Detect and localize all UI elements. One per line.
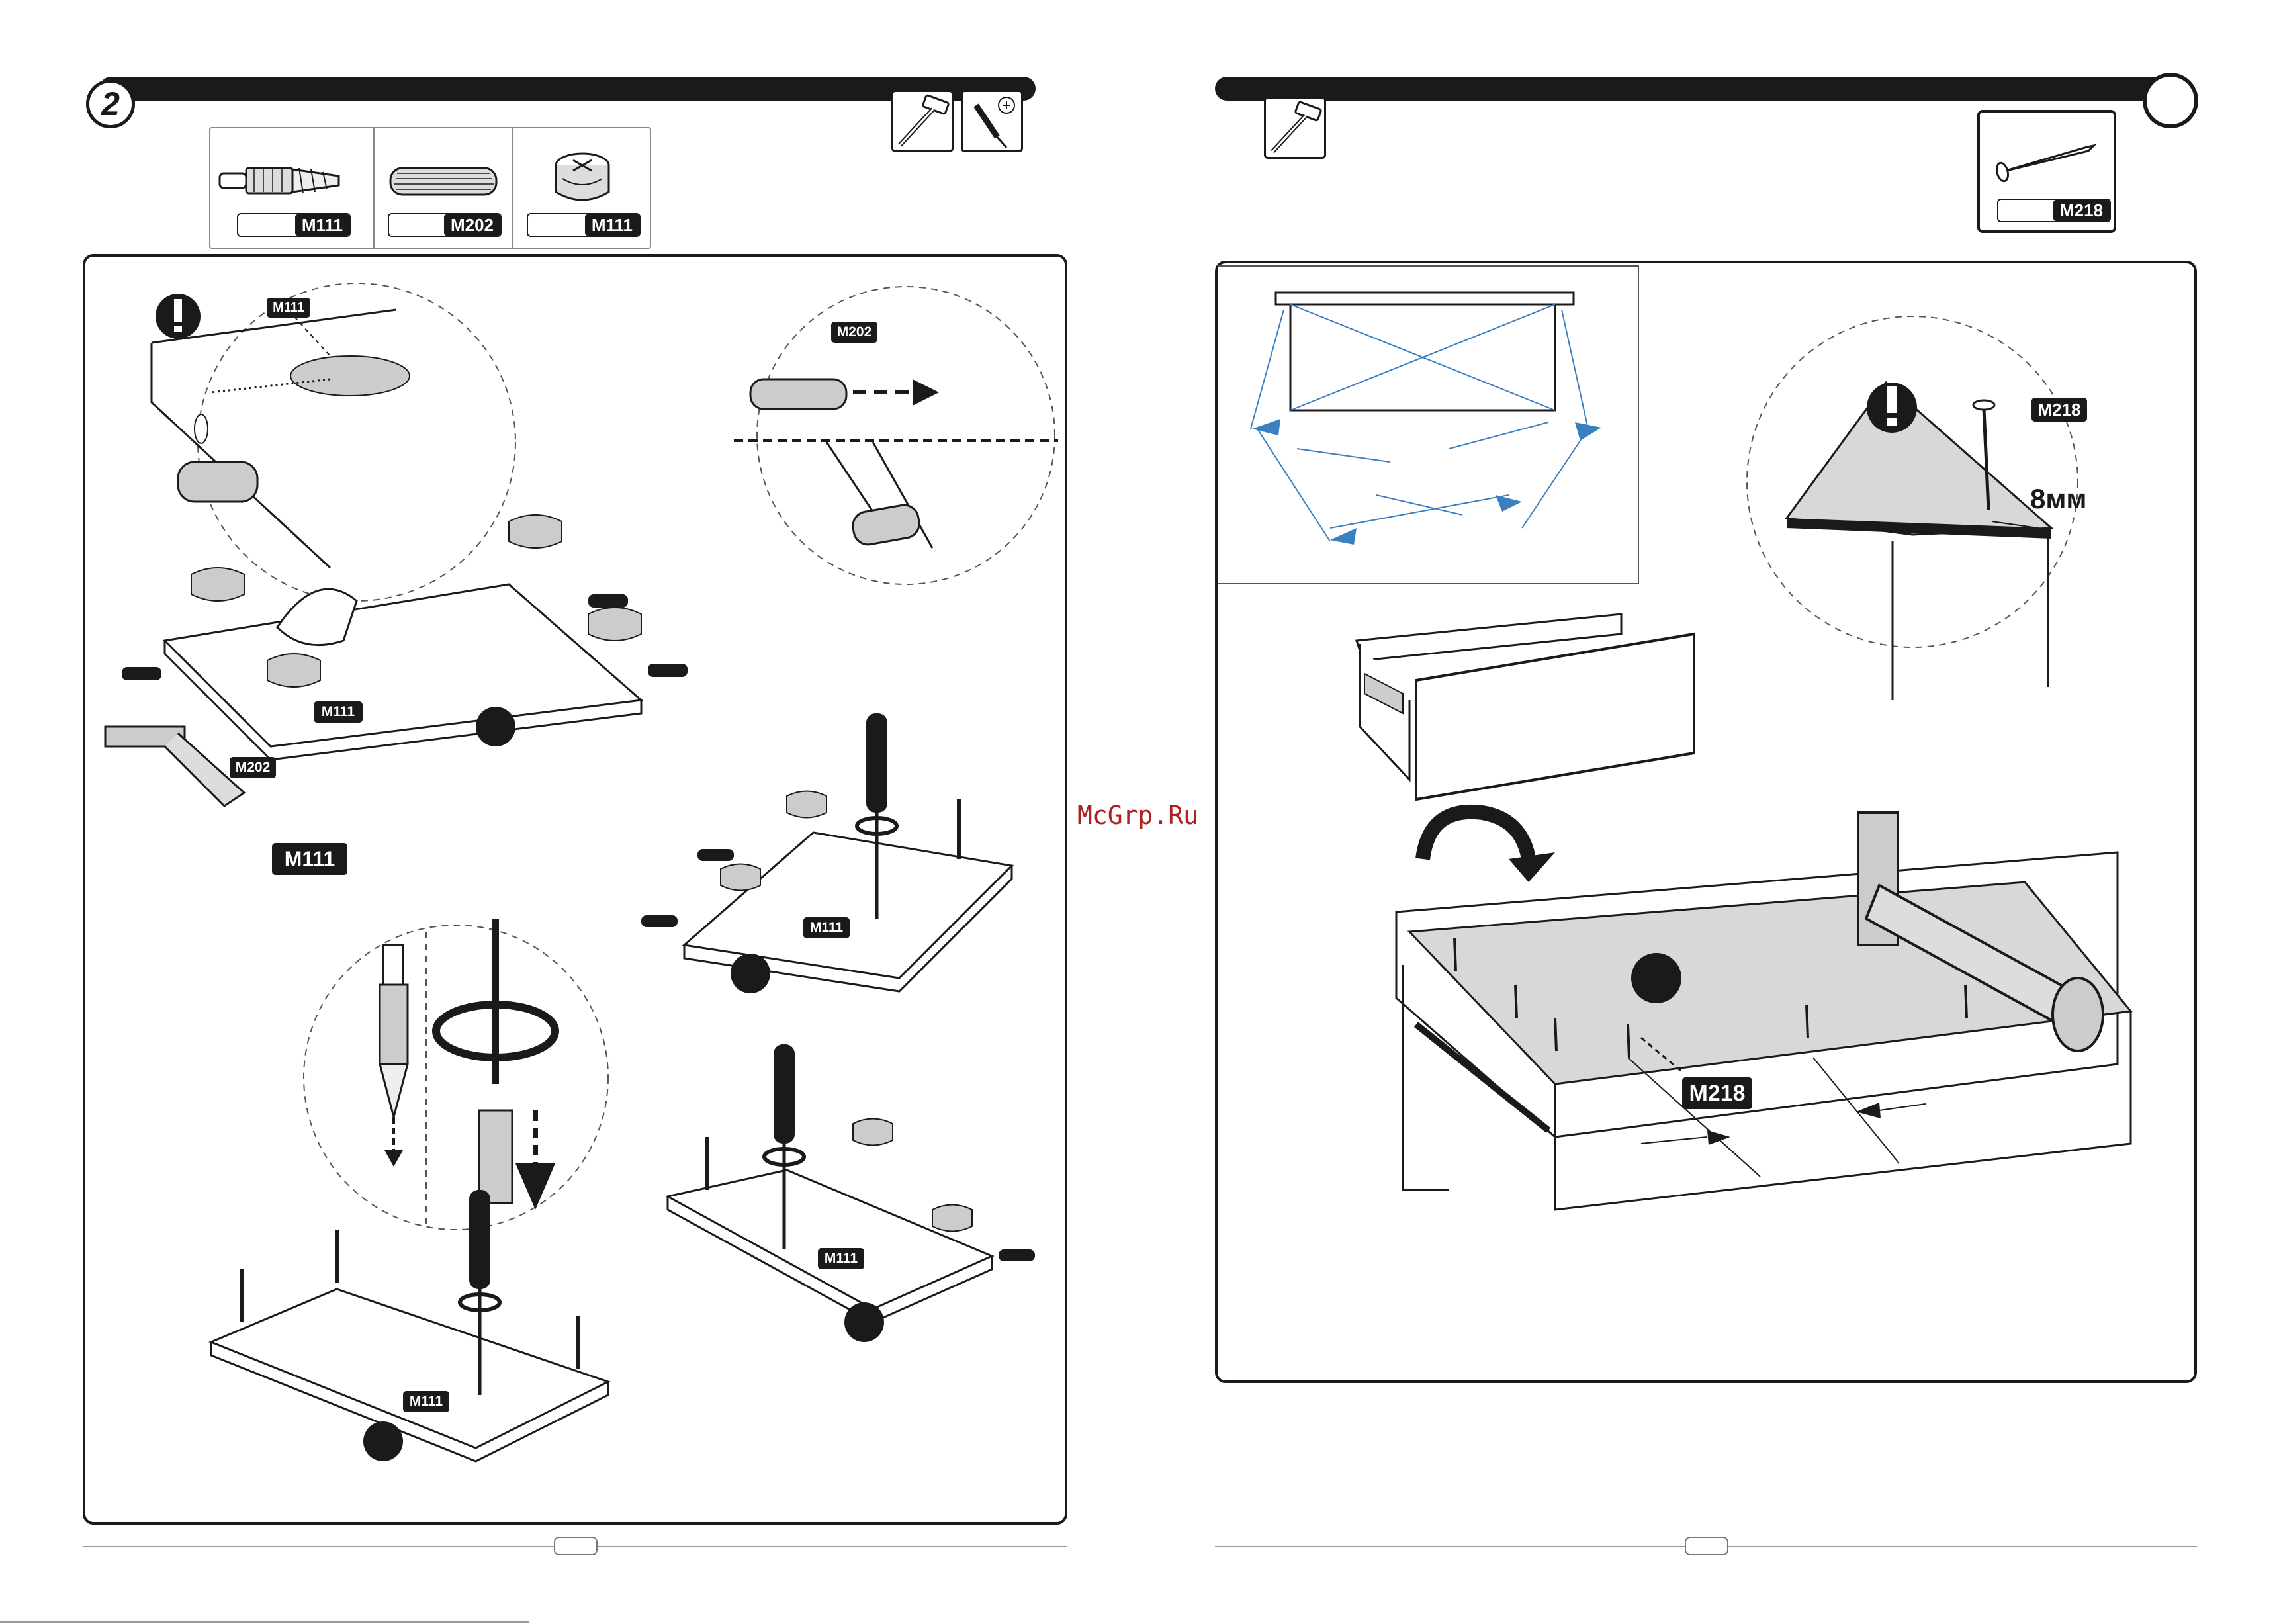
screwdriver-tool-box <box>961 90 1023 152</box>
part-cam-lock: M111 <box>513 128 651 248</box>
hammer-icon <box>1266 99 1324 157</box>
left-instruction-panel: M111 M202 M111 M202 M111 M111 M111 M111 <box>83 254 1067 1525</box>
part-dowel: M202 <box>375 128 513 248</box>
callout-zoom-nail: M218 <box>2031 398 2087 422</box>
callout-zoom-dowel: M202 <box>831 322 877 343</box>
step-number: 2 <box>86 79 135 128</box>
right-instruction-panel: M218 8мм M218 <box>1215 261 2197 1383</box>
callout-drawer-nail: M218 <box>1682 1077 1752 1109</box>
left-bottom-rule <box>0 1621 529 1623</box>
hammer-icon <box>893 92 952 150</box>
cam-lock-icon <box>543 139 622 212</box>
part-tag-dowel: M202 <box>388 213 502 237</box>
callout-board1-cam: M111 <box>314 701 363 723</box>
part-tag-nail: M218 <box>1997 199 2111 222</box>
callout-board2-part: M111 <box>803 917 850 938</box>
hammer-tool-box <box>891 90 954 152</box>
left-assembly-illustration <box>85 257 1065 1522</box>
right-parts-list: M218 <box>1977 110 2116 233</box>
nail-distance-label: 8мм <box>2030 483 2087 515</box>
watermark: McGrp.Ru <box>1077 801 1198 830</box>
cam-bolt-icon <box>213 148 372 214</box>
left-page-number-box <box>554 1537 598 1555</box>
right-assembly-illustration <box>1218 263 2194 1380</box>
parts-list: M111 M202 M111 <box>209 127 651 249</box>
nail-icon <box>1988 132 2107 192</box>
callout-zoom-cam-bolt: M111 <box>267 298 310 318</box>
right-step-circle <box>2143 73 2198 128</box>
part-tag-cam-lock: M111 <box>527 213 641 237</box>
part-cam-bolt: M111 <box>210 128 375 248</box>
right-page-number-box <box>1685 1537 1728 1555</box>
callout-zoom-screw: M111 <box>272 843 347 875</box>
part-tag-cam-bolt: M111 <box>237 213 351 237</box>
right-hammer-tool-box <box>1264 97 1326 159</box>
right-header-bar <box>1215 77 2181 101</box>
screwdriver-icon <box>963 92 1021 150</box>
callout-board1-dowel: M202 <box>230 757 276 778</box>
callout-board3-part: M111 <box>818 1248 864 1269</box>
dowel-icon <box>377 148 510 214</box>
callout-board4-part: M111 <box>403 1391 449 1412</box>
